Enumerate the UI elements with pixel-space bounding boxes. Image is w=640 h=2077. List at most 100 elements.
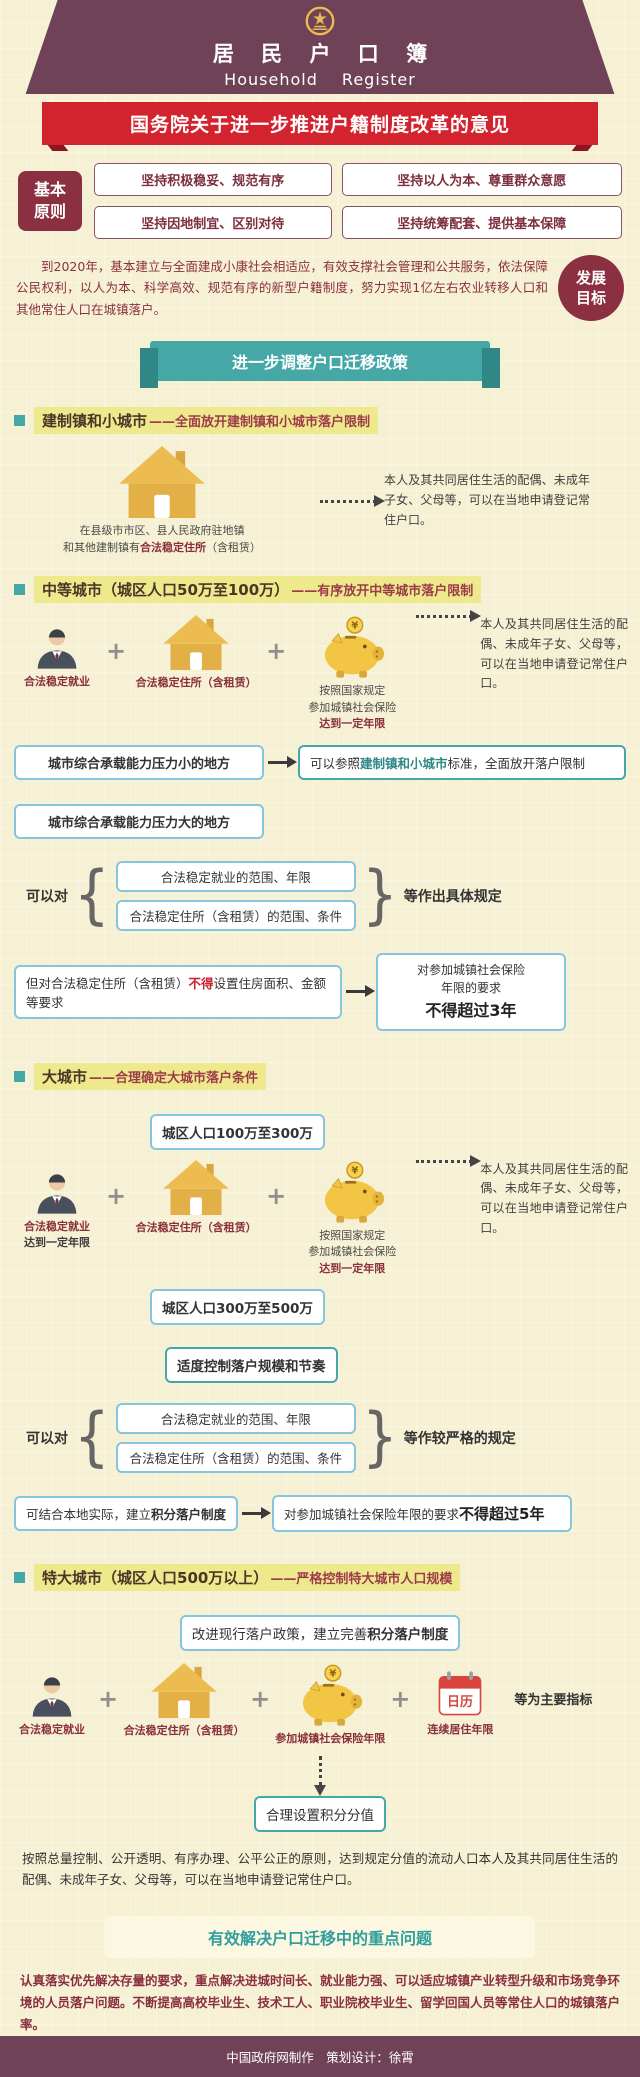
development-goals-badge: 发展 目标 [558,255,624,321]
plus-separator: + [266,1181,287,1210]
caption-text: 按照国家规定 [319,684,386,697]
limit-emphasis: 不得超过3年 [425,1000,517,1020]
section-header-highlight: 特大城市（城区人口500万以上） ——严格控制特大城市人口规模 [34,1564,461,1591]
house-icon [163,1160,229,1215]
employment-caption: 合法稳定就业 [19,1723,85,1736]
piggy-bank-icon [315,1160,389,1223]
dotted-arrow-icon [320,494,385,507]
caption-text: 和其他建制镇有 [63,540,140,554]
section-bullet-icon [14,1070,25,1082]
badge-line-2: 原则 [33,202,66,221]
strict-rules-row: 可以对 { 合法稳定就业的范围、年限 合法稳定住所（含租赁）的范围、条件 } 等… [0,1403,640,1473]
insurance-item: 按照国家规定 参加城镇社会保险 达到一定年限 [290,1160,414,1278]
high-pressure-box: 城市综合承载能力压力大的地方 [14,803,264,839]
insurance-limit-box: 对参加城镇社会保险年限的要求不得超过5年 [272,1495,573,1532]
section-bullet-icon [14,1572,25,1583]
arrow-right-icon [242,1507,272,1519]
employment-caption: 合法稳定就业 [24,675,90,688]
section-header-megacities: 特大城市（城区人口500万以上） ——严格控制特大城市人口规模 [0,1564,640,1591]
section-subtitle: ——合理确定大城市落户条件 [89,1070,259,1086]
principle-item: 坚持统筹配套、提供基本保障 [341,206,622,239]
employment-caption: 合法稳定就业 达到一定年限 [24,1219,90,1252]
rule-box: 合法稳定住所（含租赁）的范围、条件 [115,899,357,931]
plus-separator: + [250,1685,271,1713]
restriction-text: 设置住房面积、金额等要求 [26,975,327,1010]
principles-grid: 坚持积极稳妥、规范有序 坚持以人为本、尊重群众意愿 坚持因地制宜、区别对待 坚持… [94,163,622,239]
badge-line-1: 基本 [33,180,66,200]
population-1m-3m-box: 城区人口100万至300万 [150,1113,325,1150]
plus-separator: + [106,637,127,665]
residence-item: 合法稳定住所（含租赁） [130,615,262,733]
points-text: 可结合本地实际，建立 [26,1507,152,1522]
caption-text: 按照国家规定 [319,1228,386,1242]
rules-suffix: 等作较严格的规定 [403,1431,516,1447]
insurance-limit-box: 对参加城镇社会保险 年限的要求 不得超过3年 [376,952,566,1031]
brace-close-glyph: } [362,857,398,933]
basic-principles-section: 基本 原则 坚持积极稳妥、规范有序 坚持以人为本、尊重群众意愿 坚持因地制宜、区… [0,145,640,243]
caption-emphasis: 达到一定年限 [319,1261,386,1275]
improve-policy-wrap: 改进现行落户政策，建立完善积分落户制度 [0,1615,640,1651]
limit-text: 对参加城镇社会保险 [416,962,525,977]
indicators-suffix: 等为主要指标 [514,1693,593,1708]
insurance-item: 按照国家规定 参加城镇社会保险 达到一定年限 [290,615,414,733]
migration-policy-banner: 进一步调整户口迁移政策 [140,341,500,388]
big-cities-requirements-row: 合法稳定就业 达到一定年限 + 合法稳定住所（含租赁） + 按照国家规定 参加城… [0,1154,640,1278]
rules-stack: 合法稳定就业的范围、年限 合法稳定住所（含租赁）的范围、条件 [115,860,357,931]
worker-icon [25,1669,79,1717]
residence-years-caption: 连续居住年限 [427,1723,494,1736]
improve-emphasis: 积分落户制度 [367,1627,449,1643]
worker-icon [30,621,84,669]
rules-suffix: 等作出具体规定 [403,888,502,905]
employment-item: 合法稳定就业 [10,1663,94,1748]
plus-separator: + [106,1181,127,1210]
header-title-en: Household Register [224,69,416,89]
section-header-big-cities: 大城市 ——合理确定大城市落户条件 [0,1062,640,1090]
residence-caption: 合法稳定住所（含租赁） [135,676,257,689]
section-header-highlight: 中等城市（城区人口50万至100万） ——有序放开中等城市落户限制 [34,576,482,603]
high-pressure-row: 城市综合承载能力压力大的地方 [0,803,640,839]
section-header-small-cities: 建制镇和小城市 ——全面放开建制镇和小城市落户限制 [0,407,640,434]
specific-rules-row: 可以对 { 合法稳定就业的范围、年限 合法稳定住所（含租赁）的范围、条件 } 等… [0,857,640,933]
restriction-row: 但对合法稳定住所（含租赁）不得设置住房面积、金额等要求 对参加城镇社会保险 年限… [0,952,640,1031]
improve-policy-box: 改进现行落户政策，建立完善积分落户制度 [179,1615,461,1651]
rule-box: 合法稳定住所（含租赁）的范围、条件 [115,1442,357,1473]
piggy-bank-icon [315,615,389,678]
footer-credit: 中国政府网制作 策划设计：徐霄 [226,2049,414,2065]
migration-policy-title: 进一步调整户口迁移政策 [231,353,408,372]
caption-emphasis: 合法稳定住所 [140,540,206,554]
section-title: 大城市 [42,1067,88,1086]
arrow-right-icon [268,755,297,768]
principle-item: 坚持积极稳妥、规范有序 [94,163,332,196]
brace-open-glyph: { [74,1400,110,1475]
section-subtitle: ——全面放开建制镇和小城市落户限制 [149,415,371,430]
low-pressure-box: 城市综合承载能力压力小的地方 [14,744,264,780]
principle-item: 坚持以人为本、尊重群众意愿 [341,163,622,196]
plus-separator: + [266,637,287,665]
insurance-caption: 参加城镇社会保险年限 [275,1732,386,1745]
residence-item: 合法稳定住所（含租赁） [122,1663,246,1748]
population-3m-5m-box: 城区人口300万至500万 [150,1289,325,1325]
score-setting-box: 合理设置积分分值 [254,1795,386,1832]
improve-text: 改进现行落户政策，建立完善 [191,1627,368,1643]
piggy-bank-icon [293,1663,367,1726]
section-subtitle: ——有序放开中等城市落户限制 [291,584,474,599]
section-bullet-icon [14,415,25,426]
rule-box: 合法稳定就业的范围、年限 [115,1403,357,1434]
settlement-result-text: 本人及其共同居住生活的配偶、未成年子女、父母等，可以在当地申请登记常住户口。 [384,473,590,527]
house-icon [119,446,205,518]
arrow-right-icon [346,985,375,997]
caption-text: 参加城镇社会保险 [308,1245,397,1258]
residence-caption: 在县级市市区、县人民政府驻地镇 和其他建制镇有合法稳定住所（含租赁） [63,523,261,556]
limit-text: 对参加城镇社会保险年限的要求 [284,1507,460,1522]
calendar-label: 日历 [447,1695,473,1710]
settlement-result-text: 本人及其共同居住生活的配偶、未成年子女、父母等，可以在当地申请登记常住户口。 [480,1161,628,1235]
residence-caption: 合法稳定住所（含租赁） [135,1220,257,1234]
household-register-header: 居 民 户 口 簿 Household Register [25,0,615,94]
calendar-icon: 日历 [438,1671,482,1716]
restriction-text: 但对合法稳定住所（含租赁） [26,975,189,991]
low-pressure-result-box: 可以参照建制镇和小城市标准，全面放开落户限制 [298,744,626,780]
document-title-banner: 国务院关于进一步推进户籍制度改革的意见 [42,102,598,145]
megacity-paragraph: 按照总量控制、公开透明、有序办理、公平公正的原则，达到规定分值的流动人口本人及其… [22,1850,618,1887]
section-header-highlight: 建制镇和小城市 ——全面放开建制镇和小城市落户限制 [34,407,379,434]
plus-separator: + [98,1685,119,1713]
